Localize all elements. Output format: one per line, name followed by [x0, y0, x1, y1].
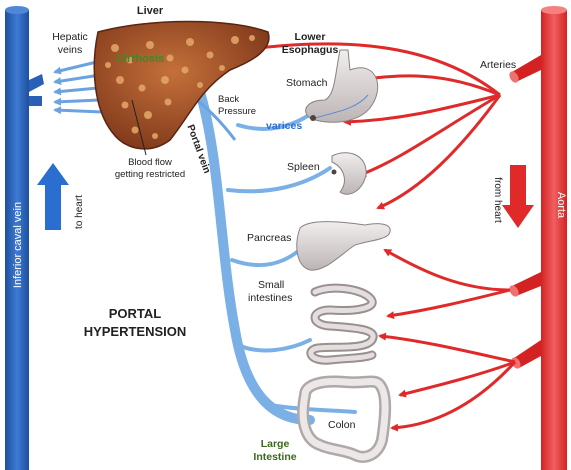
from-heart-label: from heart [492, 177, 503, 223]
liver-label: Liver [137, 5, 164, 17]
blue-flow-arrows [53, 58, 237, 141]
title-line2: HYPERTENSION [84, 324, 187, 339]
colon-label: Colon [328, 419, 356, 431]
hepatic-veins-label-line2: veins [58, 44, 83, 56]
pancreas [296, 221, 391, 271]
to-heart-label: to heart [74, 195, 85, 229]
hepatic-veins-label-line1: Hepatic [52, 31, 88, 43]
colon [297, 375, 392, 463]
lower-esophagus-label-line2: Esophagus [282, 44, 339, 56]
small-intestines-label-line2: intestines [248, 292, 292, 304]
stomach-label: Stomach [286, 77, 328, 89]
blood-flow-pointer [131, 99, 147, 156]
pancreas-label: Pancreas [247, 232, 291, 244]
back-pressure-label-line1: Back [218, 94, 239, 105]
spleen [331, 152, 367, 195]
from-heart-arrow [502, 165, 534, 228]
blood-flow-label-line2: getting restricted [115, 169, 185, 180]
large-intestine-label-line1: Large [261, 438, 290, 450]
varices-label: varices [266, 120, 302, 132]
cirrhosis-label: Cirrhosis [116, 53, 164, 65]
to-heart-arrow [37, 163, 69, 230]
inferior-caval-vein-label: Inferior caval vein [12, 202, 24, 288]
spleen-label: Spleen [287, 161, 320, 173]
title-line1: PORTAL [109, 306, 162, 321]
blood-flow-label-line1: Blood flow [128, 157, 172, 168]
aorta-label: Aorta [555, 192, 567, 219]
back-pressure-label-line2: Pressure [218, 106, 256, 117]
lower-esophagus-label-line1: Lower [295, 31, 326, 43]
liver: Cirrhosis [93, 20, 270, 150]
stomach [305, 49, 379, 123]
small-intestines-highlight [308, 285, 376, 363]
small-intestines-label-line1: Small [258, 279, 284, 291]
large-intestine-label-line2: Intestine [253, 451, 296, 463]
inferior-caval-vein: Inferior caval vein [5, 6, 44, 470]
aorta: Aorta [541, 6, 567, 470]
artery-branches [509, 55, 541, 369]
arteries-label: Arteries [480, 59, 516, 71]
